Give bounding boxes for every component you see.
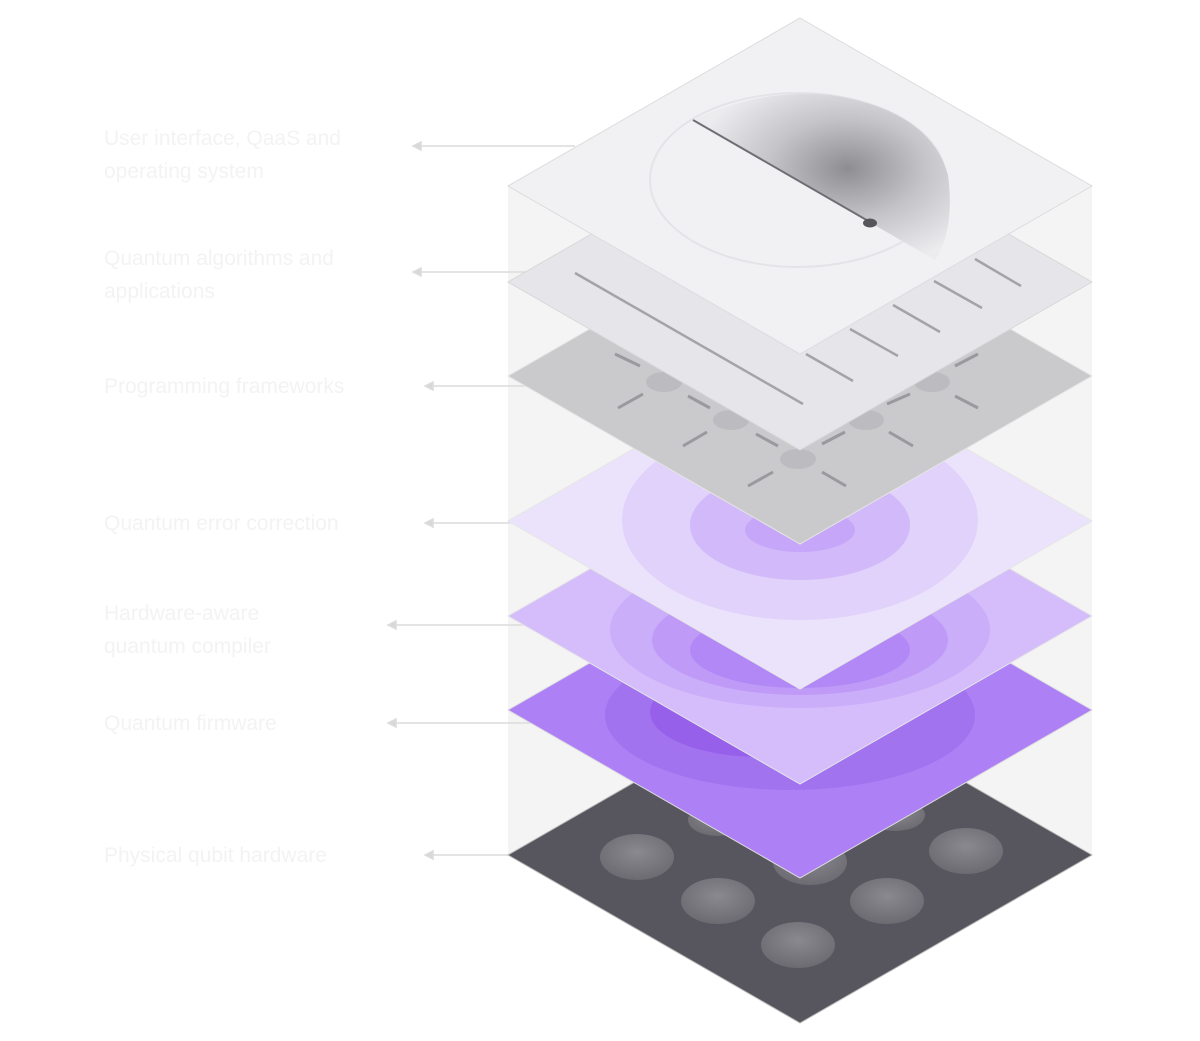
layer-user-interface: [506, 17, 1094, 355]
label-quantum-algorithms: Quantum algorithms and applications: [104, 247, 334, 303]
label-physical-qubit-hardware: Physical qubit hardware: [104, 844, 327, 867]
label-hardware-aware-compiler: Hardware-aware quantum compiler: [104, 602, 271, 658]
label-quantum-error-correction: Quantum error correction: [104, 512, 339, 535]
label-programming-frameworks: Programming frameworks: [104, 375, 345, 398]
label-quantum-firmware: Quantum firmware: [104, 712, 277, 735]
label-user-interface: User interface, QaaS and operating syste…: [104, 127, 341, 183]
arrow-1: [411, 140, 575, 152]
dial-pointer-dot: [863, 218, 877, 228]
